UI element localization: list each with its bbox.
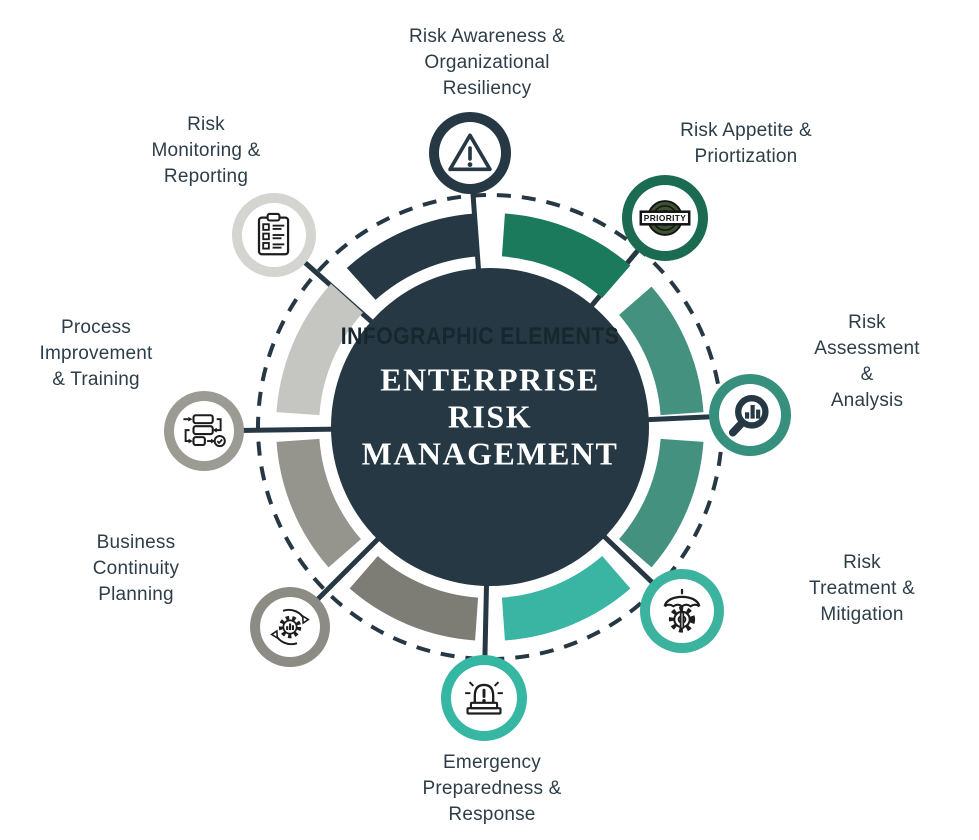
node-icon-risk-assessment <box>709 374 791 456</box>
clipboard-icon <box>257 212 290 256</box>
node-icon-risk-awareness <box>429 112 511 194</box>
node-icon-business-continuity <box>250 587 330 667</box>
node-label-risk-assessment: Risk Assessment & Analysis <box>814 312 920 411</box>
node-icon-emergency-preparedness <box>441 655 527 741</box>
node-label-emergency-preparedness: Emergency Preparedness & Response <box>422 752 562 825</box>
node-label-business-continuity: Business Continuity Planning <box>92 532 180 605</box>
ring-segment-nw-to-n <box>346 213 479 300</box>
ring-segment-s-to-sw <box>349 556 479 641</box>
ring-segment-e-to-se <box>619 438 704 568</box>
svg-text:PRIORITY: PRIORITY <box>644 213 686 223</box>
warning-triangle-icon <box>448 133 492 172</box>
node-icon-risk-treatment <box>640 569 724 653</box>
node-label-risk-monitoring: Risk Monitoring & Reporting <box>151 114 261 187</box>
center-title: ENTERPRISE RISK MANAGEMENT <box>361 361 619 472</box>
gear-cycle-icon <box>270 608 310 646</box>
ring-segment-se-to-s <box>501 556 631 641</box>
node-icon-risk-appetite: PRIORITY <box>622 175 708 261</box>
center-circle <box>331 268 649 586</box>
node-label-risk-appetite: Risk Appetite & Priortization <box>680 120 812 167</box>
ring-segment-n-to-ne <box>501 213 631 298</box>
umbrella-gear-icon <box>663 588 701 633</box>
node-icon-risk-monitoring <box>232 193 316 277</box>
ring-segment-sw-to-w <box>276 438 361 568</box>
siren-icon <box>465 681 503 715</box>
ring-segment-ne-to-e <box>619 286 704 416</box>
priority-stamp-icon: PRIORITY <box>639 200 691 236</box>
node-label-process-improvement: Process Improvement & Training <box>39 317 153 390</box>
ring-segment-w-to-nw <box>276 283 363 416</box>
watermark-text: INFOGRAPHIC ELEMENTS <box>340 321 620 350</box>
node-icon-process-improvement <box>164 391 244 471</box>
flowchart-icon <box>183 414 226 448</box>
magnifier-chart-icon <box>728 395 769 437</box>
node-label-risk-treatment: Risk Treatment & Mitigation <box>808 552 916 625</box>
node-label-risk-awareness: Risk Awareness & Organizational Resilien… <box>409 26 565 99</box>
